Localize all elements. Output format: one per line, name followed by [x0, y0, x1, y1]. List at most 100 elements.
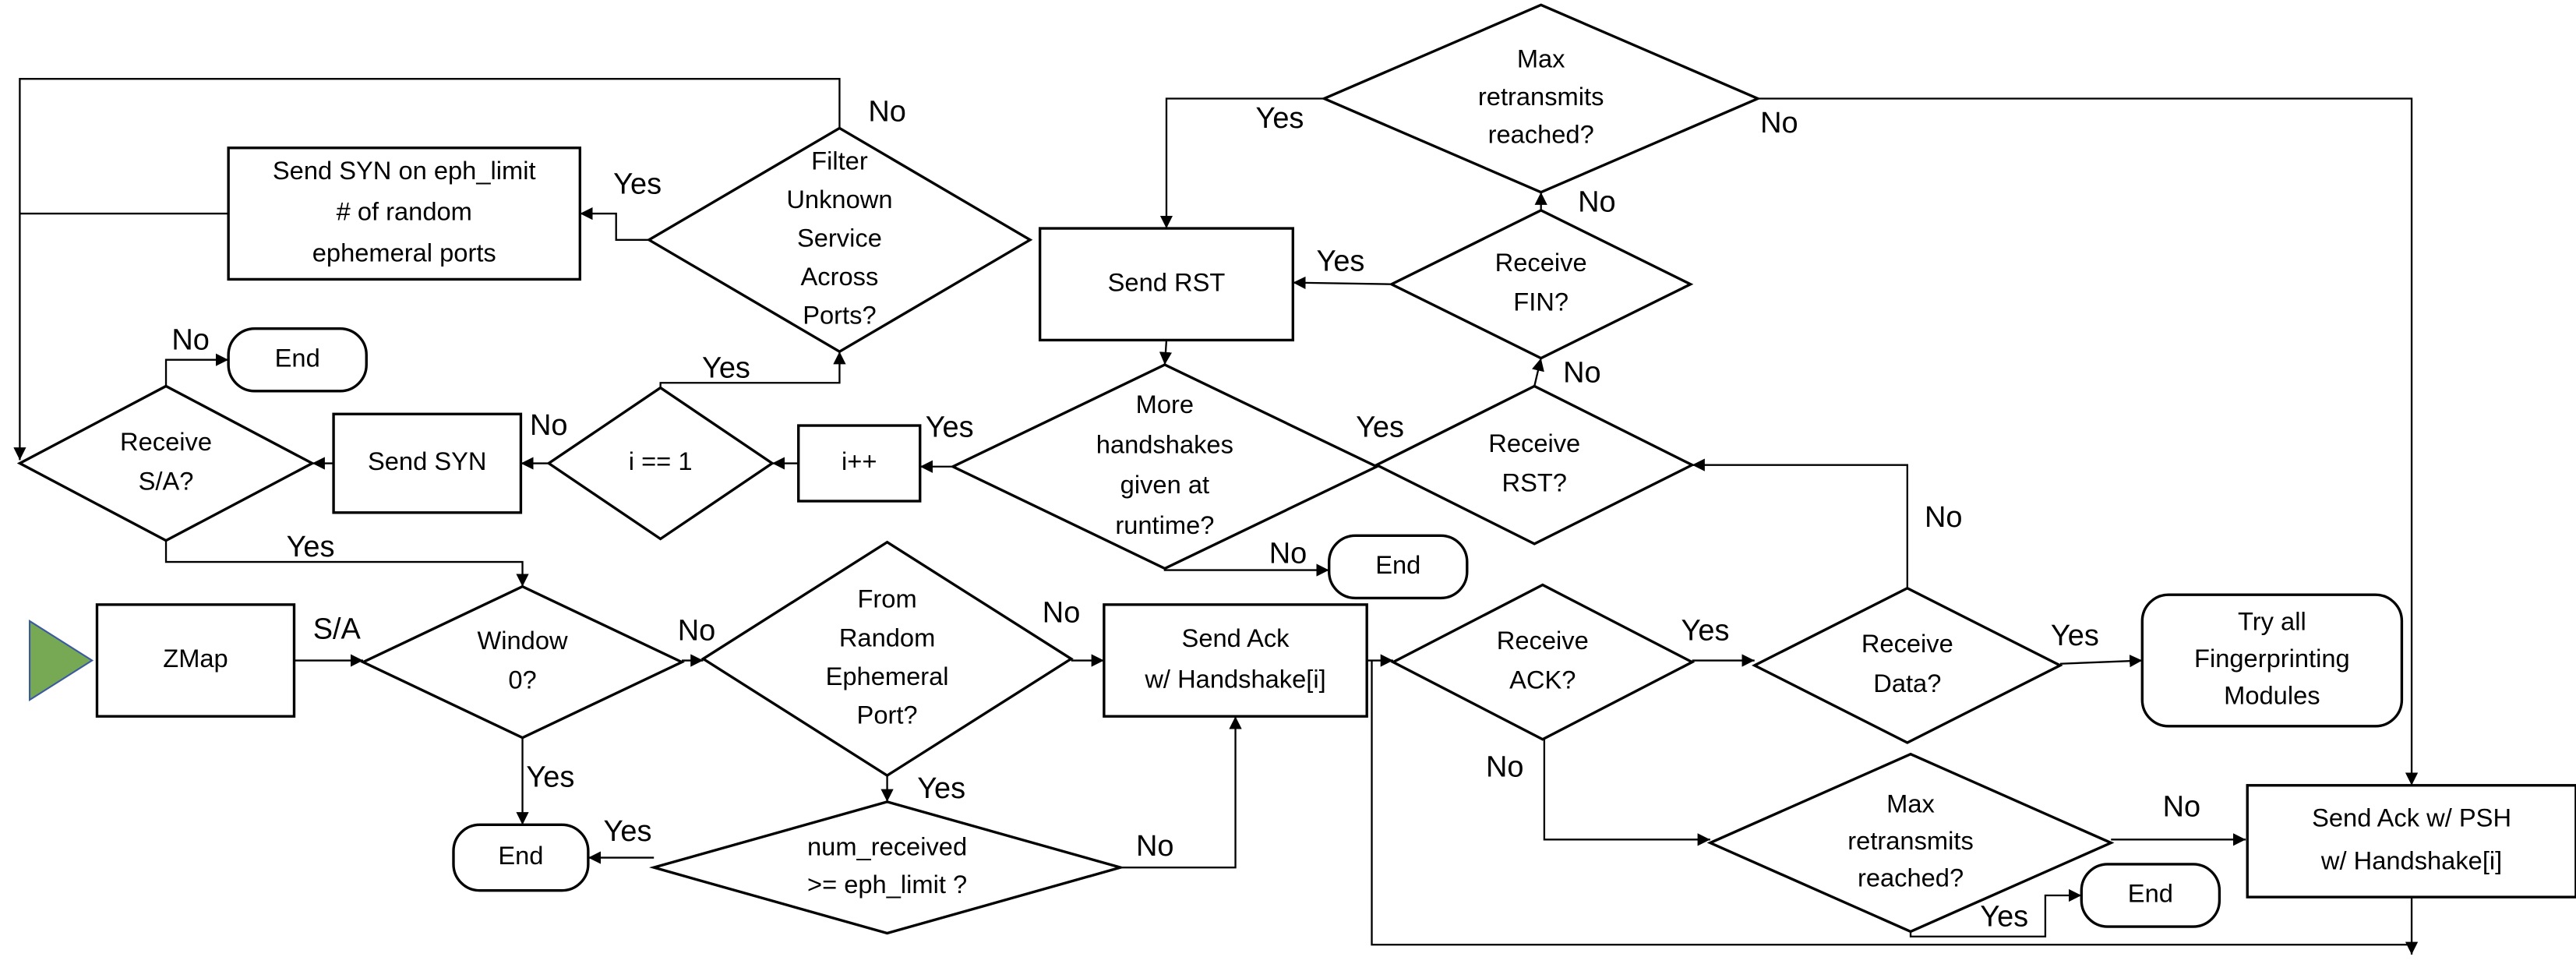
connector-arrow [659, 351, 846, 388]
node-i-inc: i++ [797, 424, 922, 503]
node-window0: Window 0? [360, 584, 685, 740]
connector-arrow [1532, 358, 1544, 387]
edge-label-random-yes: Yes [917, 772, 965, 805]
node-text: Modules [2224, 681, 2320, 710]
edge-label-rst-yes: Yes [1356, 411, 1404, 443]
edge-label-random-no: No [1043, 597, 1080, 630]
edge-label-num-yes: Yes [604, 815, 652, 848]
node-text: 0? [508, 666, 536, 694]
decision-diamond [646, 126, 1033, 354]
node-text: Fingerprinting [2194, 644, 2350, 673]
node-text: Try all [2238, 607, 2306, 636]
node-text: Window [477, 626, 568, 655]
node-text: Across [801, 262, 879, 291]
node-text: retransmits [1478, 82, 1604, 111]
node-text: End [275, 343, 320, 372]
connector-arrow [164, 540, 529, 587]
decision-diamond [648, 800, 1126, 935]
node-text: FIN? [1513, 288, 1569, 316]
decision-diamond [1321, 3, 1762, 194]
node-text: Send Ack [1182, 623, 1290, 652]
node-text: S/A? [139, 466, 194, 495]
node-text: i == 1 [629, 447, 693, 475]
edge-label-maxbot-no: No [2163, 790, 2201, 823]
edge-label-sa-yes: Yes [287, 531, 335, 563]
decision-diamond [950, 363, 1380, 570]
edge-label-maxtop-yes: Yes [1256, 102, 1304, 135]
connector-arrow [1159, 97, 1325, 229]
node-text: given at [1120, 470, 1209, 499]
terminator-shape [2080, 863, 2221, 928]
node-send-rst: Send RST [1038, 227, 1295, 342]
edge-label-rst-no: No [1563, 357, 1600, 390]
node-text: reached? [1858, 863, 1964, 892]
node-send-ack: Send Ack w/ Handshake[i] [1103, 603, 1368, 718]
connector-arrow [1371, 660, 2412, 946]
edge-label-maxtop-no: No [1760, 107, 1798, 139]
edge-label-fin-yes: Yes [1317, 245, 1365, 277]
edge-label-i1-no: No [530, 409, 568, 442]
node-end-runtime: End [1328, 534, 1469, 600]
connector-arrow [1757, 97, 2419, 786]
node-text: >= eph_limit ? [807, 870, 967, 899]
node-text: End [2128, 879, 2173, 908]
process-box [797, 424, 922, 503]
node-text: Receive [1861, 629, 1953, 658]
connector-arrow [580, 207, 649, 241]
node-text: More [1136, 390, 1194, 418]
node-text: Ports? [803, 301, 876, 330]
node-send-syn: Send SYN [332, 412, 523, 514]
node-text: End [1375, 550, 1420, 579]
node-text: ZMap [163, 644, 228, 673]
decision-diamond [1389, 208, 1694, 360]
node-text: w/ Handshake[i] [2320, 846, 2502, 874]
edge-label-num-no: No [1136, 830, 1174, 863]
connector-arrow [1692, 464, 1908, 588]
node-text: ACK? [1509, 666, 1576, 694]
decision-diamond [700, 540, 1074, 778]
edge-label-maxbot-yes: Yes [1980, 901, 2028, 934]
connector-arrow [13, 78, 841, 461]
node-text: Receive [1495, 248, 1587, 277]
process-box [227, 147, 582, 281]
decision-diamond [16, 384, 316, 542]
terminator-shape [1328, 534, 1469, 600]
connector-arrow [1543, 739, 1710, 846]
node-text: Port? [857, 700, 918, 729]
process-box [95, 603, 296, 718]
process-box [1038, 227, 1295, 342]
start-triangle-icon [28, 620, 94, 702]
node-text: runtime? [1115, 510, 1214, 539]
decision-diamond [360, 584, 685, 740]
terminator-shape [227, 327, 368, 393]
node-num-received: num_received >= eph_limit ? [648, 800, 1126, 935]
edge-label-filter-yes: Yes [613, 168, 662, 200]
node-text: retransmits [1847, 826, 1974, 855]
node-text: Send RST [1108, 267, 1226, 296]
process-box [332, 412, 523, 514]
decision-diamond [1706, 752, 2115, 934]
decision-diamond [1374, 384, 1696, 546]
node-text: From [857, 584, 916, 613]
terminator-shape [2140, 593, 2404, 728]
node-text: Receive [120, 427, 212, 456]
node-text: w/ Handshake[i] [1144, 665, 1325, 694]
node-text: num_received [807, 832, 967, 861]
node-text: handshakes [1096, 430, 1233, 459]
connectors [13, 78, 2419, 955]
node-text: Send SYN on eph_limit [273, 156, 536, 185]
node-more-handshakes: More handshakes given at runtime? [950, 363, 1380, 570]
edge-label-ack-no: No [1486, 751, 1524, 784]
process-box [2246, 784, 2576, 899]
node-text: Max [1517, 44, 1565, 73]
node-text: Receive [1488, 429, 1580, 457]
